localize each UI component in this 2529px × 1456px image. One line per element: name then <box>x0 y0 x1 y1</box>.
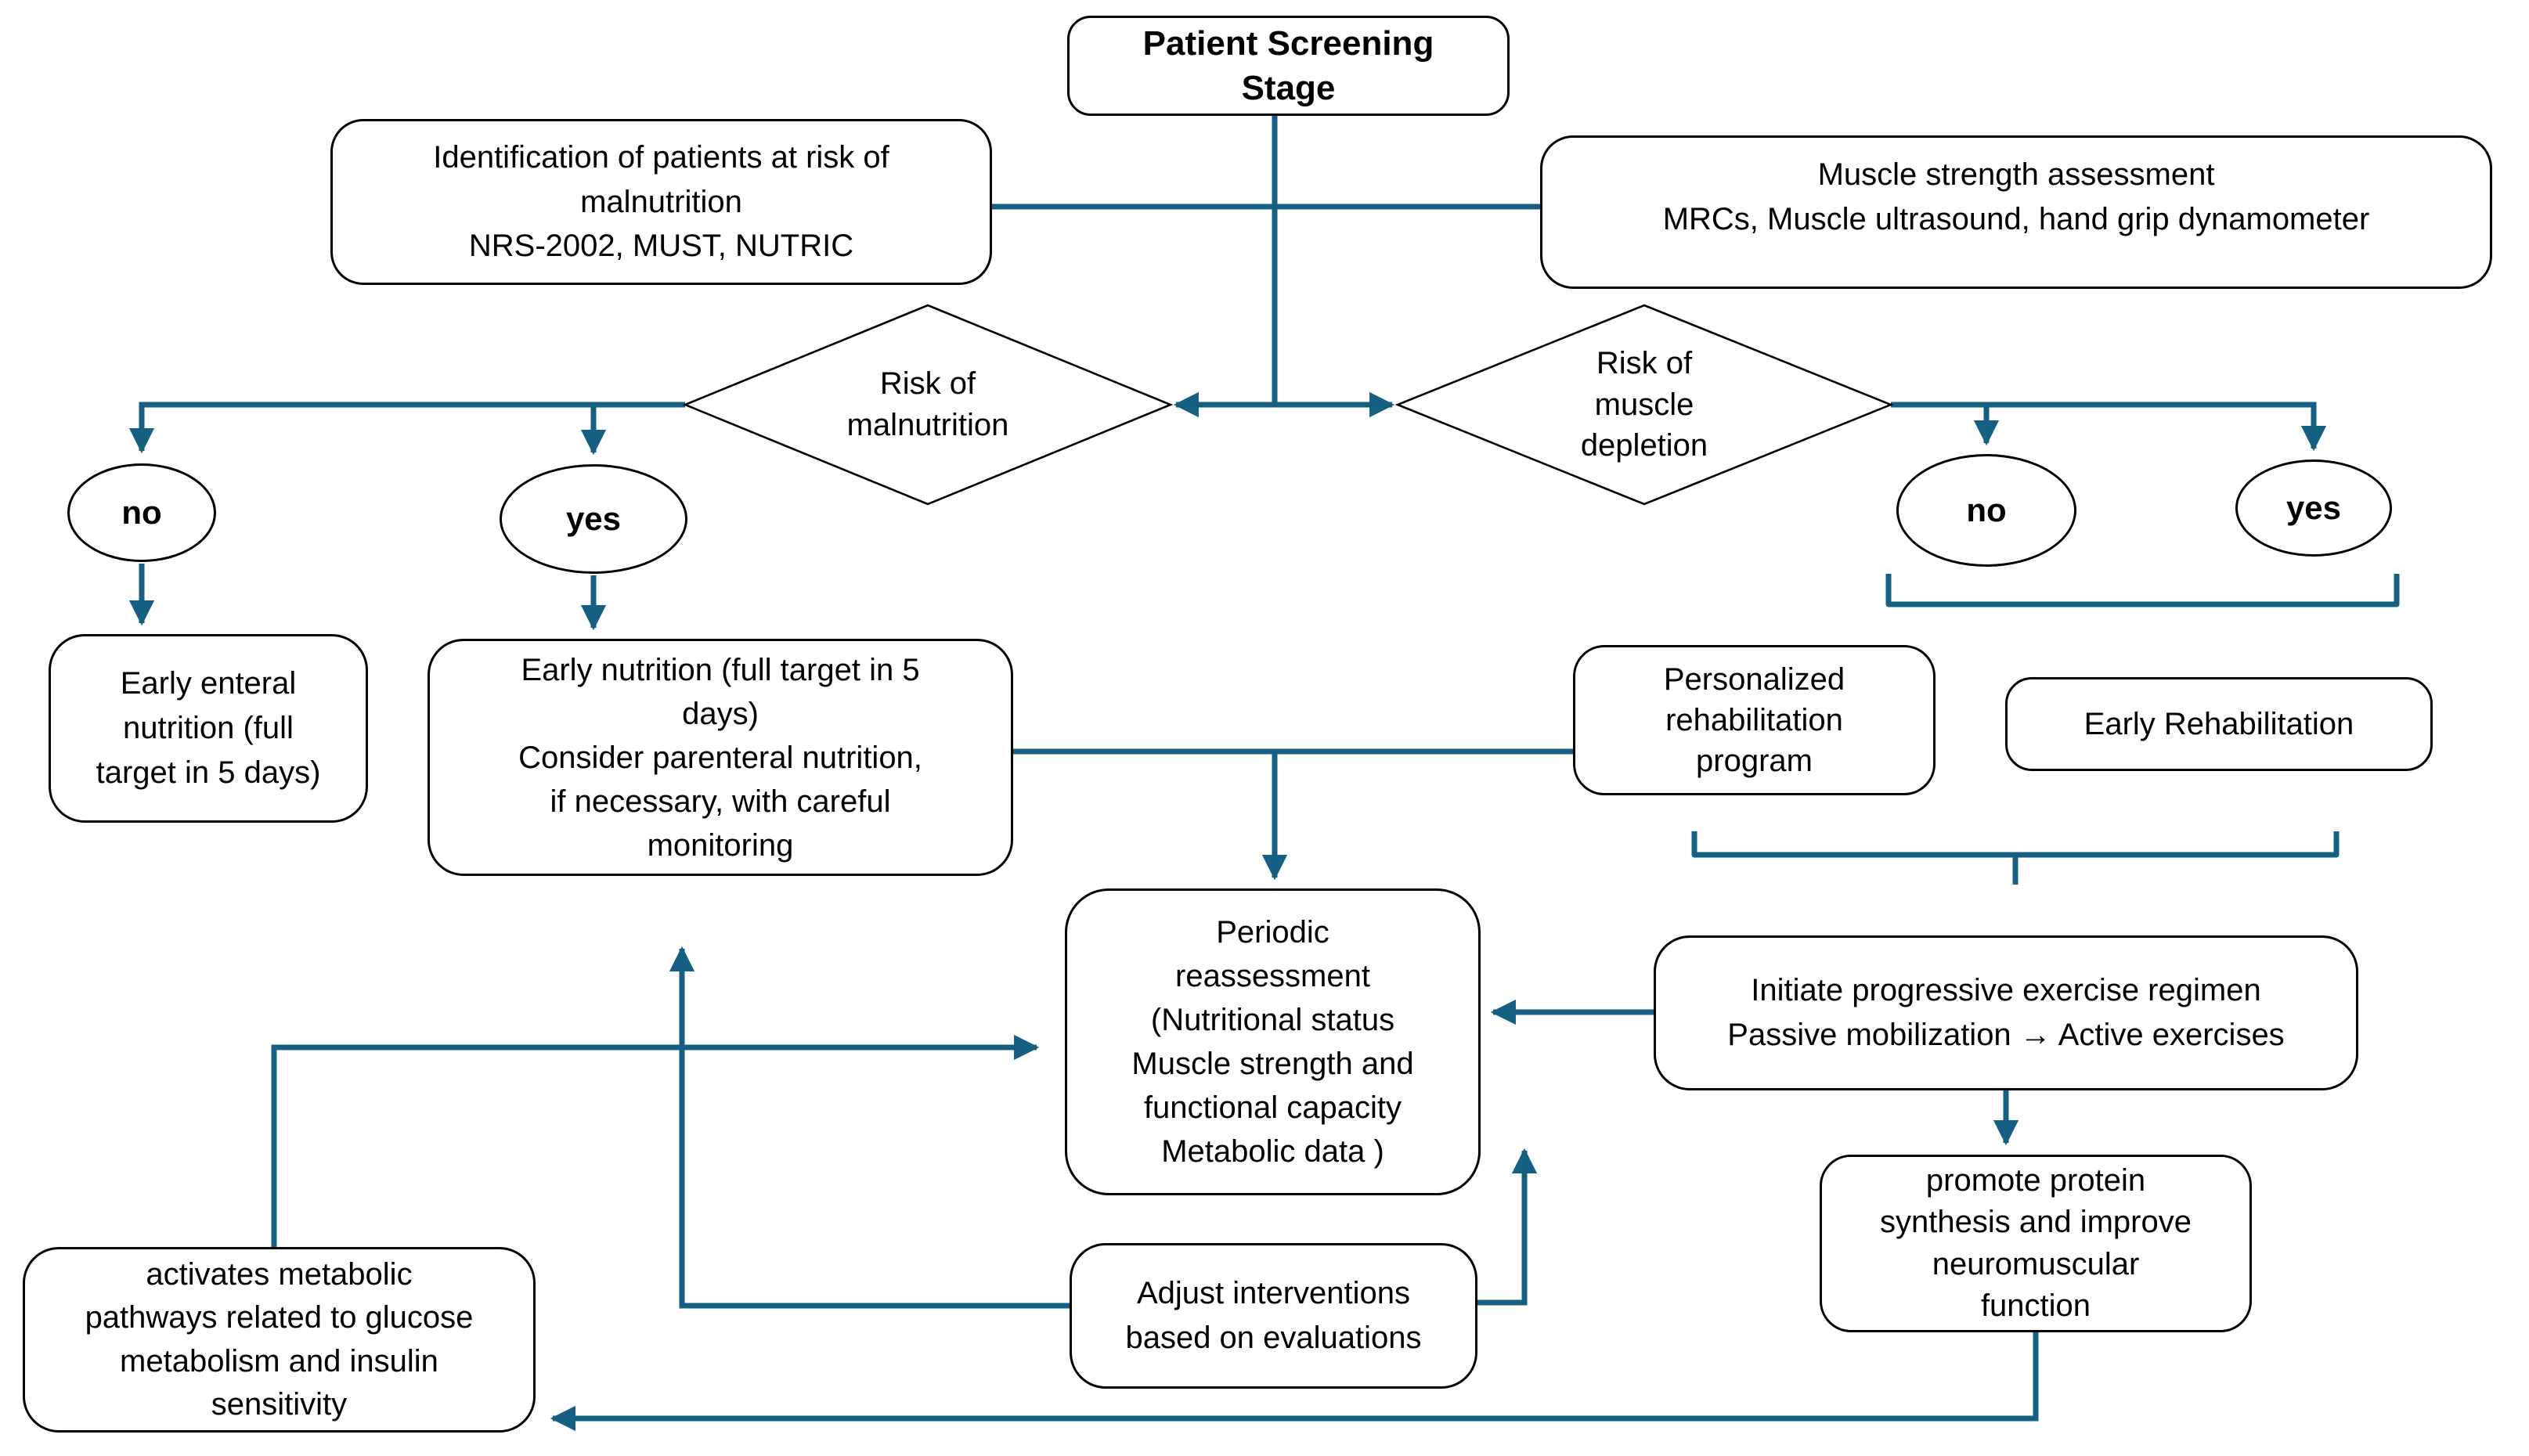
oval-depletion-no: no <box>1896 454 2076 567</box>
arrow-promote-to-metabolic <box>550 1332 2039 1432</box>
decision-risk-of-muscle-depletion <box>1394 304 1894 506</box>
node-periodic-reassessment: Periodic reassessment (Nutritional statu… <box>1065 888 1481 1195</box>
oval-malnutrition-no: no <box>67 463 216 562</box>
node-early-rehabilitation: Early Rehabilitation <box>2005 677 2433 771</box>
node-activates-metabolic-pathways: activates metabolic pathways related to … <box>23 1247 536 1433</box>
node-initiate-progressive-exercise: Initiate progressive exercise regimen Pa… <box>1654 935 2358 1090</box>
decision-risk-of-malnutrition <box>682 304 1174 506</box>
arrow-metabolic-to-periodic <box>271 1034 1040 1247</box>
node-identification-malnutrition-risk: Identification of patients at risk of ma… <box>330 119 992 285</box>
node-adjust-interventions: Adjust interventions based on evaluation… <box>1070 1243 1477 1389</box>
connectors <box>128 116 2400 1432</box>
node-patient-screening-stage: Patient Screening Stage <box>1067 16 1510 116</box>
node-muscle-strength-assessment: Muscle strength assessment MRCs, Muscle … <box>1540 135 2492 289</box>
oval-depletion-yes: yes <box>2235 460 2392 557</box>
arrow-malnutrition-no <box>128 402 685 454</box>
arrow-adjust-to-nutrition <box>669 946 1070 1309</box>
node-personalized-rehabilitation-program: Personalized rehabilitation program <box>1573 645 1936 795</box>
arrow-adjust-up-right <box>1477 1148 1538 1306</box>
decision-label-risk-of-muscle-depletion: Risk of muscle depletion <box>1580 345 1708 463</box>
bracket-depletion-outcomes <box>1885 574 2400 607</box>
oval-malnutrition-yes: yes <box>500 464 687 574</box>
node-early-enteral-nutrition: Early enteral nutrition (full target in … <box>49 634 368 823</box>
bracket-rehab-programs <box>1691 831 2340 885</box>
node-early-nutrition-parenteral: Early nutrition (full target in 5 days) … <box>428 639 1013 876</box>
node-promote-protein-synthesis: promote protein synthesis and improve ne… <box>1820 1155 2252 1332</box>
decision-label-risk-of-malnutrition: Risk of malnutrition <box>846 366 1009 442</box>
arrow-depletion-yes <box>1891 402 2327 452</box>
